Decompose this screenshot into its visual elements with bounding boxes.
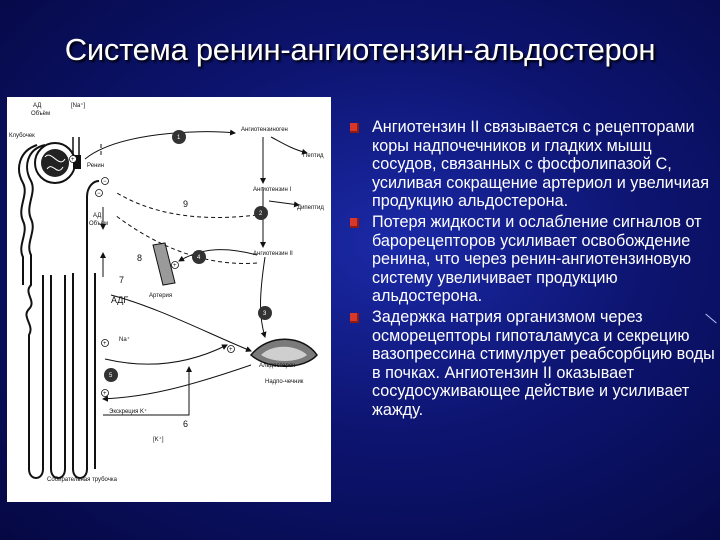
circle-markers <box>104 130 272 382</box>
circle-number-4: 4 <box>197 255 201 261</box>
circle-number-5: 5 <box>109 373 113 379</box>
bullet-square-icon <box>350 217 359 228</box>
label-peptide: Пептид <box>303 153 324 159</box>
adrenal-gland-shape <box>249 338 318 367</box>
label-ad-top: АД <box>33 103 41 109</box>
sign-plus-na: + <box>103 341 107 347</box>
slide-title: Система ренин-ангиотензин-альдостерон <box>64 32 656 67</box>
bullet-text: Потеря жидкости и ослабление сигналов от… <box>372 212 702 306</box>
label-na-plus: Na⁺ <box>119 336 130 343</box>
label-ad-mid: АД <box>93 213 101 219</box>
sign-minus-volume: − <box>97 191 101 197</box>
label-volume-mid: Объём <box>89 221 108 227</box>
bullet-text: Задержка натрия организмом через осморец… <box>372 307 715 419</box>
number-9: 9 <box>183 199 188 209</box>
nephron-tubule <box>18 144 100 479</box>
bullet-list: Ангиотензин II связывается с рецепторами… <box>350 118 720 422</box>
bullet-text: Ангиотензин II связывается с рецепторами… <box>372 118 709 211</box>
number-7: 7 <box>119 275 124 285</box>
bullet-item: Потеря жидкости и ослабление сигналов от… <box>350 213 720 306</box>
circle-number-labels: 1 2 3 4 5 <box>109 135 267 379</box>
number-8: 8 <box>137 253 142 263</box>
label-renin: Ренин <box>87 163 104 169</box>
sign-plus-artery: + <box>173 263 177 269</box>
feedback-arrows <box>100 141 258 265</box>
bullet-item: Задержка натрия организмом через осморец… <box>350 308 720 420</box>
raas-diagram: 1 2 3 4 5 + − − + + + + АД Объём [N <box>7 97 331 502</box>
sign-markers: + − − + + + + <box>69 155 235 397</box>
label-adh: АДГ <box>111 295 128 305</box>
label-k-bracket: [K⁺] <box>153 436 164 443</box>
label-collecting-duct: Собирательная трубочка <box>47 477 118 483</box>
sign-plus-k: + <box>103 391 107 397</box>
bullet-item: Ангиотензин II связывается с рецепторами… <box>350 118 720 211</box>
label-adrenal: Надпо-чечник <box>265 379 304 385</box>
label-volume-top: Объём <box>31 111 50 117</box>
raas-diagram-svg: 1 2 3 4 5 + − − + + + + АД Объём [N <box>9 102 324 483</box>
diagram-labels: АД Объём [Na⁺] Клубочек Ренин АД Объём А… <box>9 102 324 483</box>
pathway-arrows <box>84 129 308 416</box>
label-aldosterone: Альдостерон <box>259 363 295 369</box>
number-6: 6 <box>183 419 188 429</box>
bullet-square-icon <box>350 312 359 323</box>
label-angiotensinogen: Ангиотензиноген <box>241 127 288 133</box>
label-artery: Артерия <box>149 293 172 299</box>
label-dipeptide: Дипептид <box>297 205 324 211</box>
circle-number-3: 3 <box>263 311 267 317</box>
circle-number-1: 1 <box>177 135 181 141</box>
glomerulus <box>34 137 81 184</box>
label-k-excretion: Экскреция K⁺ <box>109 408 147 415</box>
sign-minus-renin: − <box>103 179 107 185</box>
circle-number-2: 2 <box>259 211 263 217</box>
label-angiotensin1: Ангиотензин I <box>253 187 291 193</box>
diagram-numbers: 7 8 9 6 <box>119 199 188 429</box>
bullet-square-icon <box>350 123 359 133</box>
sign-plus-aldo: + <box>229 347 233 353</box>
sign-plus-glomerulus: + <box>71 157 75 163</box>
label-na-top: [Na⁺] <box>71 102 86 109</box>
label-glomerulus: Клубочек <box>9 133 35 139</box>
label-angiotensin2: Ангиотензин II <box>253 251 293 257</box>
